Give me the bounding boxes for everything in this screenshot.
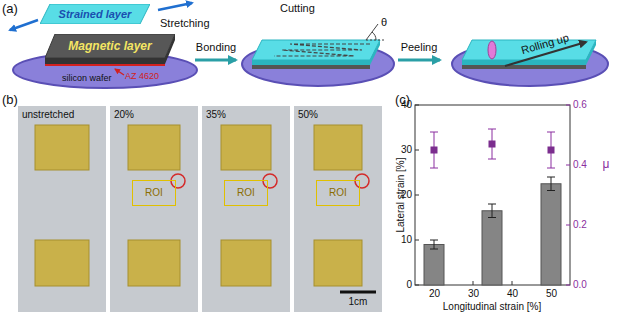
photo-panel: 50% ROI	[294, 106, 382, 312]
scale-label: 1cm	[349, 296, 368, 308]
node-text: Strained layer	[40, 4, 150, 24]
mu-error-bars	[430, 129, 555, 168]
node-text: ROI	[317, 181, 359, 204]
rolled-tube	[488, 41, 496, 59]
cut-path	[274, 44, 370, 56]
node-text: unstretched	[22, 109, 74, 120]
photo	[110, 106, 198, 312]
photo-panel: 35% ROI	[202, 106, 290, 312]
magnetic-layer-edge	[462, 65, 586, 69]
photo-panel: unstretched	[18, 106, 106, 312]
bar	[424, 245, 444, 286]
node-text: ROI	[225, 181, 267, 204]
slab-top	[45, 34, 175, 58]
tick-label: 0.2	[573, 219, 587, 231]
axis-title: Longitudinal strain [%]	[443, 301, 541, 313]
right-ticks	[566, 105, 570, 285]
roi-box: ROI	[224, 180, 268, 206]
strained-layer	[252, 40, 380, 60]
scale-bar	[340, 291, 376, 294]
sample-film	[314, 125, 362, 170]
process-label: Stretching	[160, 17, 210, 30]
node-text: Magnetic layer	[45, 34, 175, 58]
panel-a-art	[10, 3, 608, 88]
step-arrow	[398, 59, 440, 62]
photo	[202, 106, 290, 312]
part-name: silicon wafer	[62, 73, 112, 83]
mu-point	[431, 147, 438, 154]
tick-label: 50	[546, 288, 557, 300]
bar	[541, 184, 561, 285]
sample-film	[221, 240, 271, 286]
angle-arc	[372, 32, 376, 40]
marker-circle	[171, 174, 185, 188]
panel-b-art	[18, 106, 382, 312]
photo	[294, 106, 382, 312]
strained-layer-edge	[252, 40, 380, 65]
panel-label: (b)	[2, 93, 18, 108]
tick-label: 20	[429, 288, 440, 300]
panel-label: (a)	[2, 2, 18, 17]
parallelogram	[40, 4, 150, 24]
sample-film	[35, 125, 89, 170]
magnetic-layer-box: Magnetic layer	[45, 34, 175, 66]
stretch-arrow	[10, 20, 38, 30]
part-name: AZ 4620	[125, 71, 159, 81]
angle-line	[366, 24, 378, 40]
node-text: 35%	[206, 109, 226, 120]
tick-label: 0.0	[573, 279, 587, 291]
angle-symbol: θ	[381, 16, 387, 29]
bar	[482, 211, 502, 285]
tick-label: 0.6	[573, 99, 587, 111]
ticks	[415, 105, 551, 285]
node-text: ROI	[133, 181, 175, 204]
tick-label: 0.4	[573, 159, 587, 171]
marker-circle	[355, 174, 369, 188]
panel-c-art	[415, 105, 570, 285]
sample-film	[314, 240, 362, 286]
node-text: 50%	[298, 109, 318, 120]
tick-label: 20	[401, 189, 412, 201]
tick-label: 0	[406, 279, 412, 291]
strained-layer-box: Strained layer	[40, 4, 150, 24]
marker-circle	[263, 174, 277, 188]
photoresist-layer	[45, 64, 165, 66]
magnetic-layer-edge	[252, 65, 370, 69]
mu-point	[548, 147, 555, 154]
sample-film	[35, 240, 89, 286]
sample-film	[221, 125, 271, 170]
tick-label: 40	[401, 99, 412, 111]
step-label: Bonding	[196, 41, 236, 54]
tick-label: 10	[401, 234, 412, 246]
roi-box: ROI	[132, 180, 176, 206]
stretch-arrow	[158, 3, 192, 10]
step-label: Peeling	[401, 41, 438, 54]
slab-side	[45, 34, 175, 64]
sample-film	[128, 240, 180, 286]
step-label: Rolling up	[520, 31, 571, 57]
tick-label: 30	[468, 288, 479, 300]
photo-panel: 20% ROI	[110, 106, 198, 312]
sample-film	[128, 125, 180, 170]
leader-arrow	[115, 69, 124, 75]
axis-title: μ	[603, 158, 610, 172]
step-label: Cutting	[280, 2, 315, 15]
roi-box: ROI	[316, 180, 360, 206]
tick-label: 30	[401, 144, 412, 156]
tick-label: 40	[507, 288, 518, 300]
error-bars	[430, 177, 555, 249]
step-arrow	[195, 59, 236, 62]
plot-frame	[415, 105, 570, 285]
node-text: 20%	[114, 109, 134, 120]
photo	[18, 106, 106, 312]
mu-point	[489, 141, 496, 148]
